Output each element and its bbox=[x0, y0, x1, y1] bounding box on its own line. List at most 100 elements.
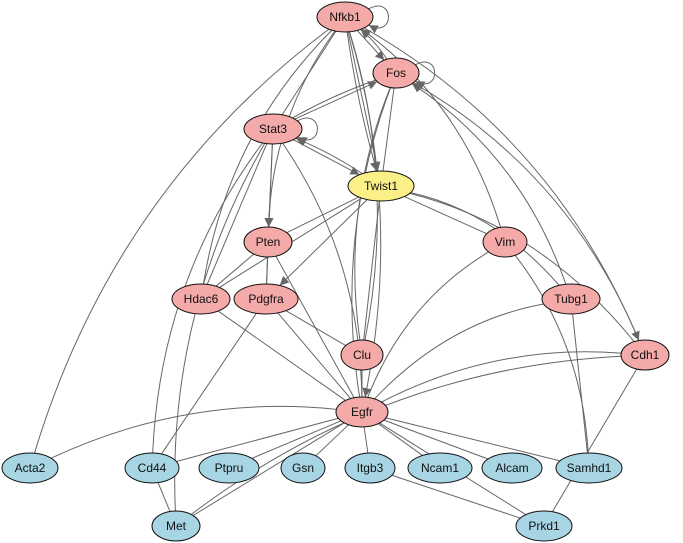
edge-stat3-twist1 bbox=[293, 139, 360, 176]
node-itgb3-label: Itgb3 bbox=[357, 461, 384, 475]
edge-twist1-pdgfra bbox=[279, 199, 368, 286]
node-nfkb1-shape bbox=[316, 1, 374, 33]
edge-egfr-ptpru bbox=[251, 420, 342, 459]
edge-nfkb1-twist1 bbox=[346, 31, 379, 172]
node-ptpru: Ptpru bbox=[198, 452, 260, 484]
node-fos: Fos bbox=[372, 57, 420, 89]
node-gsn-label: Gsn bbox=[292, 461, 314, 475]
edge-tubg1-samhd1 bbox=[572, 313, 588, 454]
node-itgb3: Itgb3 bbox=[344, 452, 396, 484]
node-alcam-shape bbox=[481, 452, 543, 484]
edge-pdgfra-clu bbox=[285, 310, 346, 346]
edge-egfr-met bbox=[192, 422, 345, 516]
edge-egfr-ncam1 bbox=[377, 423, 423, 456]
edge-nfkb1-acta2 bbox=[33, 28, 330, 454]
edge-nfkb1-twist1 bbox=[347, 31, 381, 172]
node-prkd1-shape bbox=[515, 510, 573, 542]
edge-nfkb1-hdac6 bbox=[202, 29, 333, 285]
node-vim: Vim bbox=[482, 226, 528, 258]
node-gsn: Gsn bbox=[280, 452, 326, 484]
node-fos-label: Fos bbox=[386, 66, 406, 80]
node-twist1-label: Twist1 bbox=[364, 179, 398, 193]
edge-pdgfra-egfr bbox=[277, 312, 351, 399]
node-pdgfra-shape bbox=[233, 283, 299, 315]
node-twist1: Twist1 bbox=[347, 170, 415, 202]
edge-pten-pdgfra bbox=[266, 256, 268, 285]
node-nfkb1-label: Nfkb1 bbox=[329, 10, 361, 24]
node-egfr: Egfr bbox=[335, 396, 389, 428]
node-tubg1: Tubg1 bbox=[541, 283, 601, 315]
node-gsn-shape bbox=[280, 452, 326, 484]
node-stat3-shape bbox=[243, 113, 303, 145]
edge-twist1-pten bbox=[286, 196, 359, 234]
node-clu: Clu bbox=[340, 339, 384, 371]
node-samhd1-shape bbox=[555, 452, 623, 484]
edge-twist1-tubg1 bbox=[410, 192, 560, 286]
edge-twist1-stat3 bbox=[295, 137, 363, 175]
edge-egfr-itgb3 bbox=[363, 426, 369, 454]
edge-egfr-samhd1 bbox=[385, 417, 561, 462]
edge-pten-egfr bbox=[275, 255, 355, 398]
node-acta2: Acta2 bbox=[1, 452, 59, 484]
node-ptpru-label: Ptpru bbox=[215, 461, 244, 475]
node-cdh1-shape bbox=[620, 339, 670, 371]
edge-cd44-met bbox=[157, 482, 171, 512]
node-ncam1: Ncam1 bbox=[407, 452, 473, 484]
edge-itgb3-prkd1 bbox=[391, 474, 521, 519]
node-twist1-shape bbox=[347, 170, 415, 202]
edge-pten-hdac6 bbox=[215, 253, 255, 287]
edge-tubg1-fos bbox=[411, 83, 567, 285]
node-ptpru-shape bbox=[198, 452, 260, 484]
node-itgb3-shape bbox=[344, 452, 396, 484]
node-tubg1-label: Tubg1 bbox=[554, 292, 588, 306]
edge-fos-stat3 bbox=[292, 79, 376, 119]
edge-tubg1-egfr bbox=[374, 303, 544, 400]
node-pdgfra: Pdgfra bbox=[233, 283, 299, 315]
edge-egfr-gsn bbox=[315, 424, 349, 457]
node-cd44-shape bbox=[124, 452, 180, 484]
node-hdac6-label: Hdac6 bbox=[184, 292, 219, 306]
node-hdac6-shape bbox=[171, 283, 231, 315]
edge-stat3-met bbox=[174, 143, 266, 512]
edge-vim-nfkb1 bbox=[361, 28, 502, 228]
node-clu-label: Clu bbox=[353, 348, 371, 362]
edge-egfr-acta2 bbox=[50, 405, 337, 459]
edge-hdac6-egfr bbox=[217, 310, 346, 401]
node-pten-label: Pten bbox=[256, 235, 281, 249]
node-met-label: Met bbox=[166, 519, 187, 533]
node-samhd1-label: Samhd1 bbox=[567, 461, 612, 475]
edge-pdgfra-cd44 bbox=[161, 313, 257, 455]
node-prkd1-label: Prkd1 bbox=[528, 519, 560, 533]
node-pdgfra-label: Pdgfra bbox=[248, 292, 284, 306]
node-clu-shape bbox=[340, 339, 384, 371]
node-ncam1-shape bbox=[407, 452, 473, 484]
edge-cdh1-prkd1 bbox=[552, 368, 638, 512]
edge-egfr-alcam bbox=[383, 419, 489, 460]
node-ncam1-label: Ncam1 bbox=[421, 461, 459, 475]
node-acta2-shape bbox=[1, 452, 59, 484]
node-cd44-label: Cd44 bbox=[138, 461, 167, 475]
node-acta2-label: Acta2 bbox=[15, 461, 46, 475]
edge-fos-clu bbox=[354, 87, 391, 341]
edge-vim-egfr bbox=[367, 251, 489, 398]
node-prkd1: Prkd1 bbox=[515, 510, 573, 542]
node-egfr-label: Egfr bbox=[351, 405, 373, 419]
node-cdh1: Cdh1 bbox=[620, 339, 670, 371]
node-nfkb1: Nfkb1 bbox=[316, 1, 374, 33]
node-samhd1: Samhd1 bbox=[555, 452, 623, 484]
node-vim-shape bbox=[482, 226, 528, 258]
node-pten-shape bbox=[243, 226, 293, 258]
edge-cdh1-egfr bbox=[381, 351, 622, 403]
node-cd44: Cd44 bbox=[124, 452, 180, 484]
edge-twist1-vim bbox=[404, 196, 487, 235]
node-fos-shape bbox=[372, 57, 420, 89]
node-alcam-label: Alcam bbox=[495, 461, 528, 475]
node-stat3-label: Stat3 bbox=[259, 122, 287, 136]
edge-twist1-cdh1 bbox=[409, 192, 635, 342]
edge-cdh1-fos bbox=[413, 82, 640, 341]
edge-cdh1-met bbox=[190, 355, 622, 515]
node-stat3: Stat3 bbox=[243, 113, 303, 145]
node-hdac6: Hdac6 bbox=[171, 283, 231, 315]
